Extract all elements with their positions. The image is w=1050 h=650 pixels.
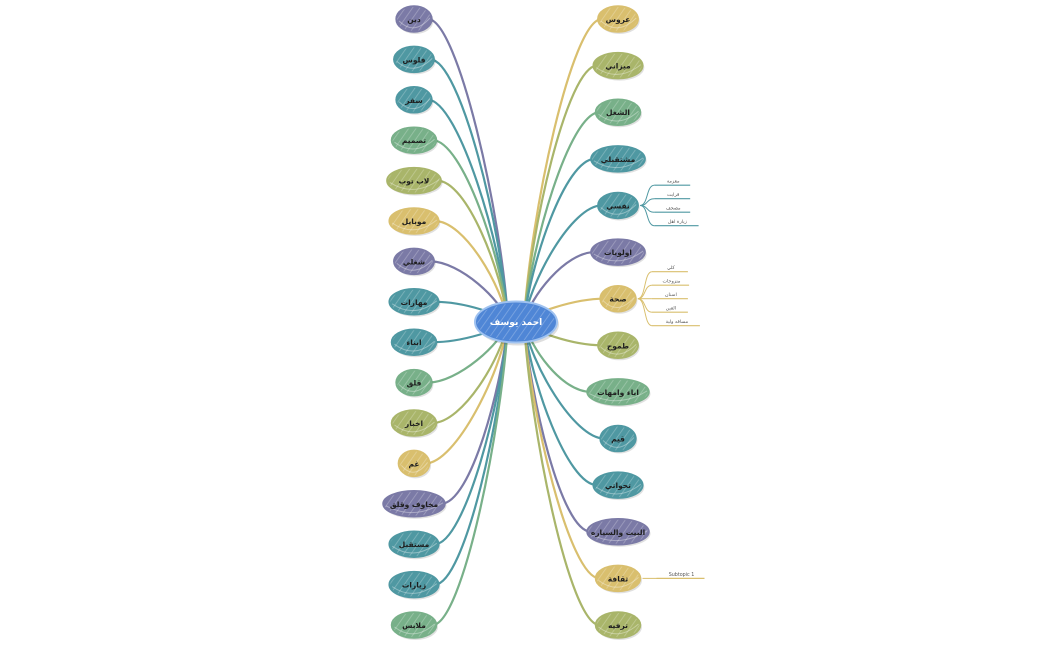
topic-label: نفسي [606,201,630,210]
subtopic-label: مصحف [666,207,681,212]
subtopic-node[interactable]: مصحف [654,207,691,213]
topic-label: زيارات [402,581,426,590]
topic-node[interactable]: نفسي [597,191,640,221]
topic-label: مهارات [401,298,428,307]
topic-node[interactable]: اباء وامهات [586,378,651,407]
topic-node[interactable]: ثقافة [594,564,643,594]
subtopic-label: كلي [667,265,676,271]
subtopic-node[interactable]: زيارة اهل [654,219,699,227]
topic-label: ثقافة [608,574,629,583]
topic-label: تحواتي [605,481,631,490]
subtopic-connector [637,298,653,327]
topic-node[interactable]: ملابس [390,611,439,640]
topic-node[interactable]: مستقبل [388,530,441,560]
topic-label: سفر [404,96,422,105]
topic-node[interactable]: ابناء [390,328,439,358]
topic-node[interactable]: ترفيه [594,611,643,640]
topic-label: موبايل [402,217,427,226]
topic-node[interactable]: قلق [395,368,434,398]
topic-node[interactable]: ميزاني [592,51,645,81]
topic-label: صحة [609,295,626,304]
topic-node[interactable]: قيم [599,424,638,454]
topic-label: ابناء [406,338,421,347]
subtopic-node[interactable]: متزوجات [651,279,690,286]
subtopic-label: العين [666,306,676,312]
topic-node[interactable]: البيت والسياره [586,518,651,547]
connector-line [522,320,601,627]
topic-label: البيت والسياره [591,528,645,537]
central-topic-label: احمد يوسف [490,318,543,328]
topic-label: تصميم [402,136,426,145]
topic-label: ملابس [402,621,426,630]
topic-node[interactable]: دين [395,5,434,34]
connector-line [522,320,599,487]
subtopic-node[interactable]: العين [651,306,688,313]
topic-node[interactable]: عروس [597,5,640,34]
topic-label: ترفيه [608,621,628,630]
topic-label: فلوس [402,55,425,64]
subtopic-label: متزوجات [663,279,681,285]
subtopic-label: زيارة اهل [668,219,688,225]
topic-node[interactable]: مهارات [388,288,441,317]
topic-label: دين [407,15,421,24]
subtopic-node[interactable]: مسافه ولية [651,319,700,327]
topic-node[interactable]: موبايل [388,207,441,236]
topic-node[interactable]: اخبار [390,409,439,438]
subtopic-label: مسافه ولية [666,319,689,325]
subtopic-node[interactable]: كلي [651,265,688,273]
topic-node[interactable]: مخاوف وقلق [382,490,447,519]
topic-label: قلق [407,379,422,388]
topic-label: قيم [611,435,625,444]
subtopic-node[interactable]: Subtopic 1 [656,572,705,579]
topic-node[interactable]: مشتقبلي [590,145,647,174]
topic-node[interactable]: اولويات [590,238,647,268]
topic-label: مستقبل [399,540,430,549]
subtopic-label: قرايت [667,192,679,198]
topic-node[interactable]: الشغل [594,98,643,128]
subtopic-node[interactable]: اسنان [651,292,688,300]
topic-label: شغلي [403,257,425,266]
topic-node[interactable]: صحة [599,284,638,314]
subtopic-label: اسنان [665,292,677,298]
topic-label: طموح [607,341,629,350]
topic-node[interactable]: فلوس [393,45,436,75]
topic-label: الشغل [606,108,630,117]
subtopic-connector [640,204,655,227]
topic-label: اخبار [404,419,423,428]
topic-label: عروس [606,15,631,24]
subtopic-node[interactable]: معزمة [654,180,691,186]
topic-node[interactable]: تحواتي [592,471,645,501]
topic-node[interactable]: زيارات [388,570,441,600]
connector-line [522,17,603,324]
central-topic[interactable]: احمد يوسف [474,300,559,346]
connector-line [522,111,601,324]
topic-label: ميزاني [605,62,631,71]
topic-label: مخاوف وقلق [390,500,439,509]
connector-line [431,320,510,627]
topic-node[interactable]: طموح [597,331,640,361]
connector-line [522,157,596,324]
topic-node[interactable]: غم [397,449,432,479]
topic-label: غم [408,459,419,468]
subtopic-label: Subtopic 1 [669,572,695,578]
topic-label: اولويات [604,248,632,257]
topic-node[interactable]: سفر [395,86,434,115]
connector-line [522,64,599,324]
topic-node[interactable]: تصميم [390,126,439,156]
subtopic-label: معزمة [667,180,680,185]
topic-node[interactable]: شغلي [393,247,436,277]
topic-node[interactable]: لاب توب [386,166,443,196]
topic-label: لاب توب [399,177,430,186]
topic-layer: دين فلوس سفر تصميم لاب توب موبايل شغلي مهارات اب… [382,5,705,640]
topic-label: مشتقبلي [601,155,636,164]
subtopic-node[interactable]: قرايت [654,192,691,200]
topic-label: اباء وامهات [597,388,639,397]
